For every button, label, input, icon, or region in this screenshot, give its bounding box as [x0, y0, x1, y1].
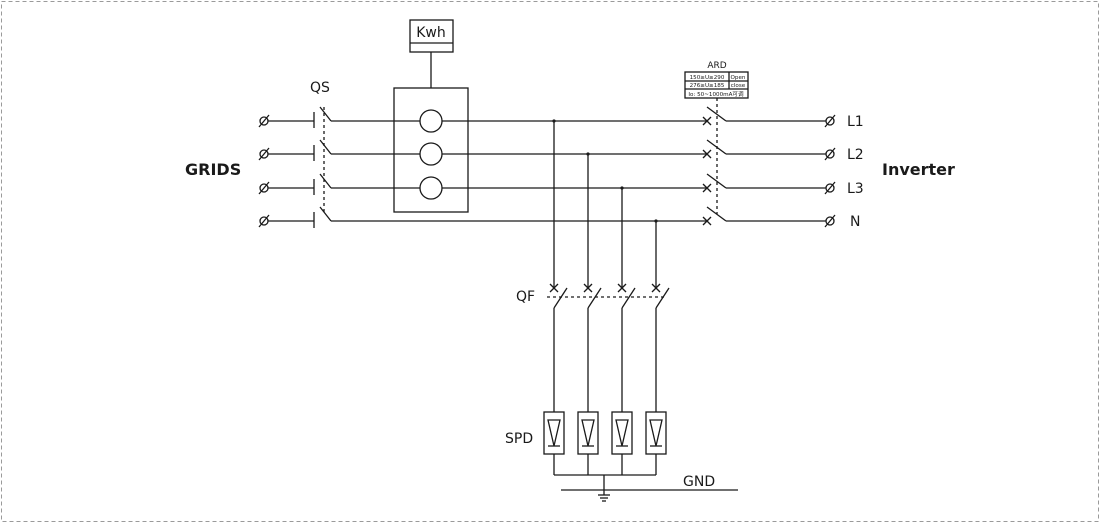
spd-module-3 — [611, 411, 633, 455]
grid-terminal-l1 — [258, 114, 270, 128]
phase-label-l2: L2 — [847, 147, 864, 163]
phase-label-l3: L3 — [847, 181, 864, 197]
ct-coil-l2 — [419, 142, 443, 166]
spd-module-2 — [577, 411, 599, 455]
spd-module-1 — [543, 411, 565, 455]
inverter-label: Inverter — [882, 160, 955, 179]
ard-row2-state: close — [731, 83, 746, 89]
qf-label: QF — [516, 289, 535, 305]
spd-modules: SPD — [505, 411, 667, 476]
bus-lines — [331, 120, 707, 222]
spd-label: SPD — [505, 431, 533, 447]
qs-label: QS — [310, 80, 330, 96]
grid-terminal-n — [258, 214, 270, 228]
ct-coil-l1 — [419, 109, 443, 133]
gnd-label: GND — [683, 474, 715, 490]
kwh-label: Kwh — [416, 25, 446, 41]
inverter-side: L1 L2 L3 N — [726, 114, 864, 230]
ground-symbol: GND — [561, 474, 738, 502]
phase-label-l1: L1 — [847, 114, 864, 130]
kwh-meter: Kwh — [409, 19, 454, 88]
grids-label: GRIDS — [185, 160, 241, 179]
grid-terminal-l3 — [258, 181, 270, 195]
grid-terminal-l2 — [258, 147, 270, 161]
ard-row2-range: 276≥U≥185 — [690, 83, 725, 89]
qs-switch — [268, 106, 332, 228]
ard-row1-range: 150≥U≥290 — [690, 75, 725, 81]
phase-label-n: N — [850, 214, 860, 230]
current-transformer-box — [393, 87, 469, 213]
ard-row1-state: Open — [731, 75, 746, 81]
grid-terminals — [258, 114, 270, 228]
spd-module-4 — [645, 411, 667, 455]
ct-coil-l3 — [419, 176, 443, 200]
qf-breaker: QF — [516, 283, 670, 412]
ard-label: ARD — [707, 61, 726, 71]
ard-device: ARD 150≥U≥290 Open 276≥U≥185 close Io: 5… — [684, 61, 749, 226]
ard-row3-current: Io: 50~1000mA可调 — [688, 90, 744, 98]
spd-taps — [552, 119, 658, 288]
